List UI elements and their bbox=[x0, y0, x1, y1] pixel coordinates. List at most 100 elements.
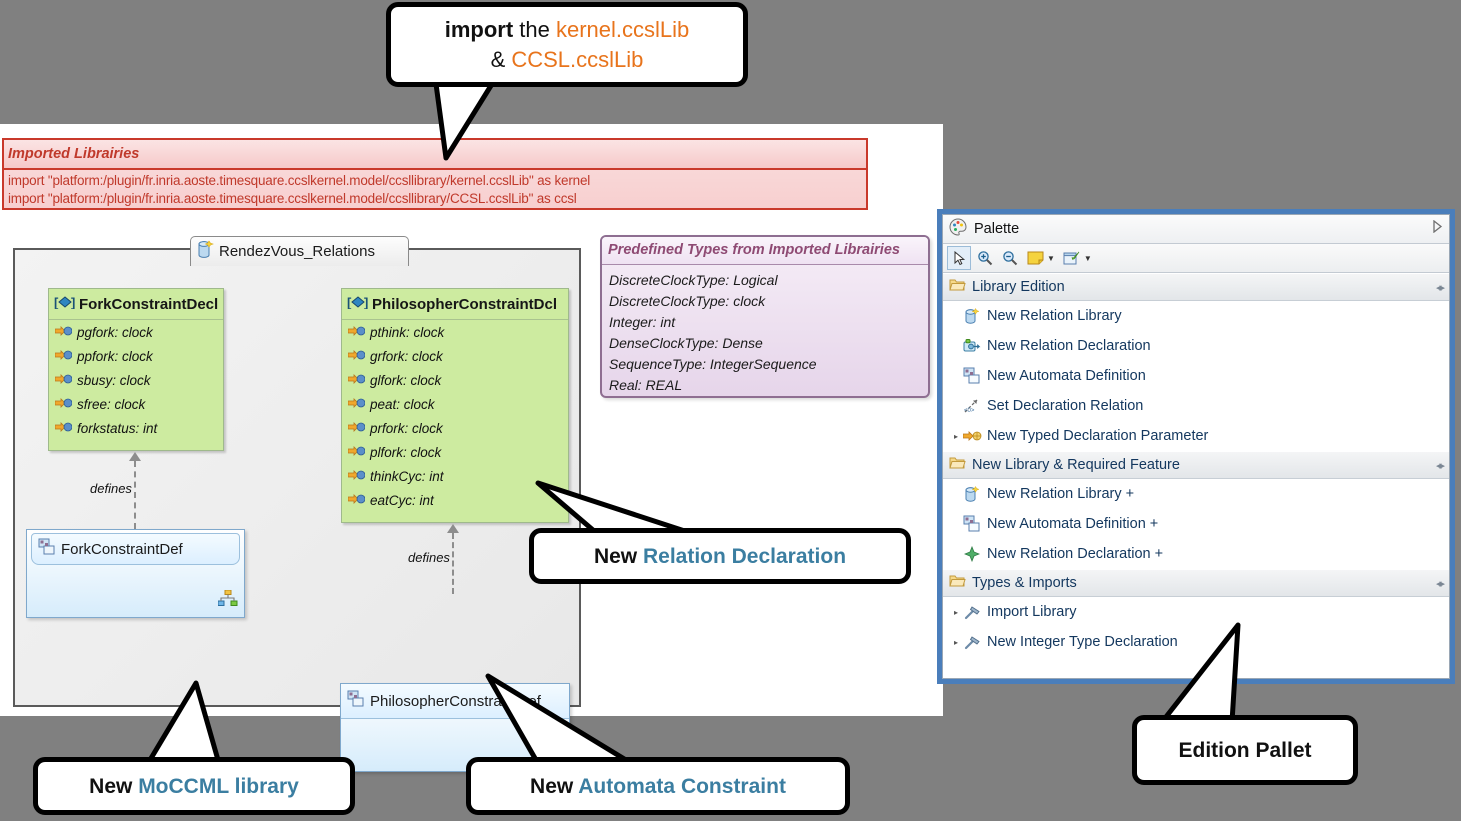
note-attachment-dropdown-caret-icon[interactable]: ▼ bbox=[1083, 253, 1092, 263]
feature-label: glfork: clock bbox=[370, 372, 442, 388]
feature-row[interactable]: forkstatus: int bbox=[49, 416, 223, 440]
palette-item-new-automata-definition[interactable]: New Automata Definition bbox=[943, 361, 1449, 391]
chevron-right-icon[interactable] bbox=[1431, 219, 1443, 238]
imported-libraries-box: Imported Librairies import "platform:/pl… bbox=[2, 138, 868, 210]
generalization-arrow bbox=[447, 524, 459, 533]
class-name: ForkConstraintDecl bbox=[79, 295, 219, 313]
predefined-types-box: Predefined Types from Imported Librairie… bbox=[600, 235, 930, 398]
class-PhilosopherConstraintDcl[interactable]: [ ] PhilosopherConstraintDcl pthink: clo… bbox=[341, 288, 569, 523]
expand-arrow-icon[interactable]: ▸ bbox=[953, 431, 958, 441]
callout-accent: Automata Constraint bbox=[578, 774, 786, 798]
feature-label: prfork: clock bbox=[370, 420, 443, 436]
callout-moccml-text: New MoCCML library bbox=[89, 773, 299, 800]
feature-row[interactable]: peat: clock bbox=[342, 392, 568, 416]
imported-libraries-body: import "platform:/plugin/fr.inria.aoste.… bbox=[4, 170, 866, 208]
feature-row[interactable]: sbusy: clock bbox=[49, 368, 223, 392]
feature-label: sbusy: clock bbox=[77, 372, 151, 388]
palette-item-new-automata-definition-plus[interactable]: New Automata Definition + bbox=[943, 509, 1449, 539]
generalization-link bbox=[134, 461, 136, 529]
class-ForkConstraintDecl[interactable]: [ ] ForkConstraintDecl pgfork: clock ppf… bbox=[48, 288, 224, 451]
palette-toolbar: ▼ ▼ bbox=[943, 244, 1449, 273]
palette-group-types-imports[interactable]: Types & Imports ◂▸ bbox=[943, 569, 1449, 597]
definition-ForkConstraintDef[interactable]: ForkConstraintDef bbox=[26, 529, 245, 618]
svg-text:<0>: <0> bbox=[964, 408, 975, 414]
feature-label: plfork: clock bbox=[370, 444, 442, 460]
callout-plain: New bbox=[530, 774, 579, 798]
parameter-icon bbox=[347, 373, 366, 388]
palette-item-label: New Relation Library bbox=[987, 308, 1122, 324]
relation-declaration-diamond-icon: [ ] bbox=[347, 295, 369, 313]
parameter-icon bbox=[347, 397, 366, 412]
typed-declaration-parameter-icon bbox=[961, 429, 983, 443]
note-icon[interactable] bbox=[1024, 247, 1046, 269]
palette-titlebar: Palette bbox=[943, 215, 1449, 244]
feature-label: grfork: clock bbox=[370, 348, 443, 364]
predefined-type-entry: DiscreteClockType: Logical bbox=[609, 272, 778, 288]
set-declaration-relation-icon: <0> bbox=[961, 398, 983, 414]
class-header: [ ] PhilosopherConstraintDcl bbox=[342, 289, 568, 320]
collapse-icon[interactable]: ◂▸ bbox=[1435, 577, 1445, 590]
folder-icon bbox=[949, 574, 966, 593]
expand-arrow-icon[interactable]: ▸ bbox=[953, 637, 958, 647]
palette-group-library-edition[interactable]: Library Edition ◂▸ bbox=[943, 273, 1449, 301]
zoom-in-icon[interactable] bbox=[974, 247, 996, 269]
class-header: [ ] ForkConstraintDecl bbox=[49, 289, 223, 320]
palette-icon bbox=[949, 217, 967, 241]
class-features: pgfork: clock ppfork: clock sbusy: clock… bbox=[49, 320, 223, 440]
relation-declaration-diamond-icon: [ ] bbox=[54, 295, 76, 313]
note-attachment-icon[interactable] bbox=[1061, 247, 1083, 269]
predefined-types-title: Predefined Types from Imported Librairie… bbox=[602, 237, 928, 265]
callout-import-text: import the kernel.ccslLib & CCSL.ccslLib bbox=[445, 15, 690, 75]
callout-automata-text: New Automata Constraint bbox=[530, 773, 786, 800]
feature-label: forkstatus: int bbox=[77, 420, 158, 436]
palette-item-label: New Typed Declaration Parameter bbox=[987, 428, 1209, 444]
predefined-type-entry: Integer: int bbox=[609, 314, 676, 330]
feature-row[interactable]: prfork: clock bbox=[342, 416, 568, 440]
palette-panel: Palette ▼ ▼ bbox=[937, 209, 1455, 684]
expand-arrow-icon[interactable]: ▸ bbox=[953, 607, 958, 617]
definition-name: ForkConstraintDef bbox=[61, 540, 183, 558]
callout-edition-pallet: Edition Pallet bbox=[1132, 715, 1358, 785]
palette-item-new-typed-declaration-parameter[interactable]: ▸ New Typed Declaration Parameter bbox=[943, 421, 1449, 451]
note-dropdown-caret-icon[interactable]: ▼ bbox=[1047, 253, 1055, 263]
feature-row[interactable]: thinkCyc: int bbox=[342, 464, 568, 488]
predefined-type-entry: SequenceType: IntegerSequence bbox=[609, 356, 817, 372]
zoom-out-icon[interactable] bbox=[999, 247, 1021, 269]
feature-row[interactable]: ppfork: clock bbox=[49, 344, 223, 368]
automata-definition-icon bbox=[961, 367, 983, 385]
feature-row[interactable]: glfork: clock bbox=[342, 368, 568, 392]
palette-item-set-declaration-relation[interactable]: <0> Set Declaration Relation bbox=[943, 391, 1449, 421]
folder-icon bbox=[949, 278, 966, 297]
palette-item-new-integer-type-declaration[interactable]: ▸ New Integer Type Declaration bbox=[943, 627, 1449, 657]
predefined-type-entry: Real: REAL bbox=[609, 377, 683, 393]
feature-row[interactable]: eatCyc: int bbox=[342, 488, 568, 512]
definition-header: ForkConstraintDef bbox=[31, 533, 240, 565]
palette-item-import-library[interactable]: ▸ Import Library bbox=[943, 597, 1449, 627]
collapse-icon[interactable]: ◂▸ bbox=[1435, 459, 1445, 472]
palette-group-new-library-required-feature[interactable]: New Library & Required Feature ◂▸ bbox=[943, 451, 1449, 479]
palette-item-new-relation-library-plus[interactable]: New Relation Library + bbox=[943, 479, 1449, 509]
parameter-icon bbox=[347, 445, 366, 460]
feature-row[interactable]: pthink: clock bbox=[342, 320, 568, 344]
parameter-icon bbox=[347, 325, 366, 340]
feature-row[interactable]: pgfork: clock bbox=[49, 320, 223, 344]
palette-item-new-relation-declaration-plus[interactable]: New Relation Declaration + bbox=[943, 539, 1449, 569]
feature-row[interactable]: grfork: clock bbox=[342, 344, 568, 368]
collapse-icon[interactable]: ◂▸ bbox=[1435, 281, 1445, 294]
parameter-icon bbox=[347, 349, 366, 364]
palette-item-label: New Integer Type Declaration bbox=[987, 634, 1178, 650]
diagram-title-tab[interactable]: RendezVous_Relations bbox=[190, 236, 409, 266]
feature-row[interactable]: plfork: clock bbox=[342, 440, 568, 464]
palette-title: Palette bbox=[974, 221, 1020, 237]
palette-group-label: Library Edition bbox=[972, 279, 1065, 295]
palette-inner: Palette ▼ ▼ bbox=[942, 214, 1450, 679]
palette-item-label: Import Library bbox=[987, 604, 1077, 620]
diagram-tab-label: RendezVous_Relations bbox=[219, 243, 375, 260]
predefined-type-entry: DiscreteClockType: clock bbox=[609, 293, 766, 309]
svg-text:[: [ bbox=[347, 295, 352, 309]
select-arrow-icon[interactable] bbox=[947, 246, 971, 270]
callout-plain: New bbox=[89, 774, 139, 798]
palette-item-new-relation-declaration[interactable]: New Relation Declaration bbox=[943, 331, 1449, 361]
palette-item-new-relation-library[interactable]: New Relation Library bbox=[943, 301, 1449, 331]
feature-row[interactable]: sfree: clock bbox=[49, 392, 223, 416]
